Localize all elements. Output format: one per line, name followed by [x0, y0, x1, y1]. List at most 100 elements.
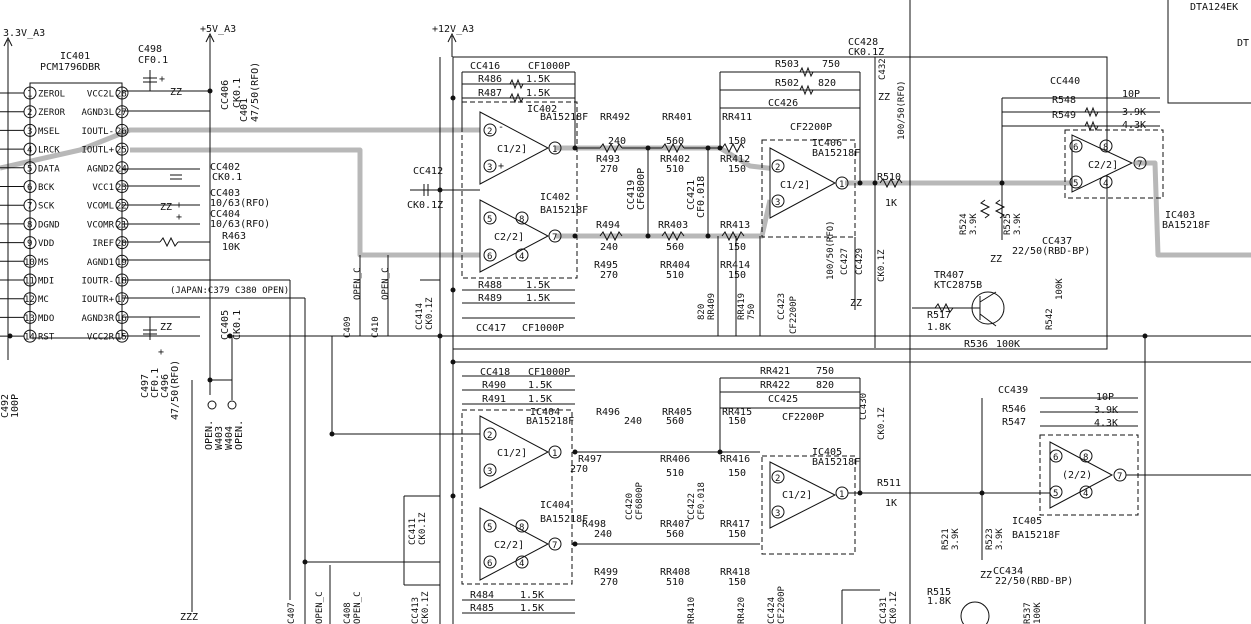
- cc422-value: CF0.018: [697, 482, 707, 520]
- ic401-pin-number: 18: [116, 277, 127, 287]
- w404-open: OPEN.: [234, 420, 245, 450]
- cc412-value: CK0.1Z: [407, 200, 443, 211]
- ic405a-part: BA15218F: [812, 457, 860, 468]
- cc411-ref: CC411: [408, 518, 418, 545]
- c496-value: 47/50(RFO): [170, 360, 181, 420]
- w404-jumper: [227, 400, 237, 410]
- r510-value: 1K: [885, 198, 897, 209]
- cc426-value: CF2200P: [790, 122, 832, 133]
- cc416-value: CF1000P: [528, 61, 570, 72]
- rr411-resistor: [721, 142, 745, 154]
- ic403-pin5: [1069, 175, 1083, 189]
- ic401-pin-number: 5: [27, 164, 32, 174]
- ic401-pin-number: 17: [116, 295, 127, 305]
- ic406-dashed-box: [761, 139, 856, 238]
- ic405b-pin6-label: 6: [1053, 453, 1058, 463]
- r517-resistor: [934, 302, 954, 314]
- rr414-ref: RR414: [720, 260, 750, 271]
- r548-ref: R548: [1052, 95, 1076, 106]
- cc431-value: CK0.1Z: [889, 591, 899, 624]
- cc424-value: CF2200P: [777, 585, 787, 624]
- c496-ref: C496: [160, 374, 171, 398]
- ic402a-minus: -: [498, 122, 504, 133]
- r494-ref: R494: [596, 220, 620, 231]
- ic401-pin-name: IREF: [92, 239, 114, 249]
- r510-ref: R510: [877, 172, 901, 183]
- rr401-resistor: [661, 142, 685, 154]
- tr407-emitter: [979, 313, 997, 327]
- ic403-ref: IC403: [1165, 210, 1195, 221]
- ic401-ref: IC401: [60, 51, 90, 62]
- rr403-ref: RR403: [658, 220, 688, 231]
- r490-ref: R490: [482, 380, 506, 391]
- r498-value: 240: [594, 529, 612, 540]
- r521-ref: R521: [941, 528, 951, 550]
- ic403-dashed-box: [1064, 129, 1164, 199]
- r463-resistor: [159, 236, 179, 248]
- ic402b-part: BA15218F: [540, 205, 588, 216]
- r517-value: 1.8K: [927, 322, 951, 333]
- ic402b-pin4-label: 4: [519, 252, 524, 262]
- rr401-value: 560: [666, 136, 684, 147]
- ic403-channel: C2/2]: [1088, 160, 1118, 171]
- cc406-ref: CC406: [220, 80, 231, 110]
- rr411-ref: RR411: [722, 112, 752, 123]
- ic404a-pin3-label: 3: [487, 467, 492, 477]
- cc425-ref: CC425: [768, 394, 798, 405]
- tr-lower-transistor: [960, 601, 990, 624]
- rr421-ref: RR421: [760, 366, 790, 377]
- ic402a-pin1-label: 1: [552, 145, 557, 155]
- ic402b-pin6-label: 6: [487, 252, 492, 262]
- ic402a-pin2-label: 2: [487, 127, 492, 137]
- ic401-pin-number: 15: [116, 333, 127, 343]
- ic401-pin-number: 22: [116, 202, 127, 212]
- ic406-pin1: [835, 176, 849, 190]
- ic402b-pin5-label: 5: [487, 215, 492, 225]
- ic405a-dashed-box: [761, 455, 856, 555]
- ic401-pin-name: VDD: [38, 239, 54, 249]
- ic405a-opamp: [769, 461, 837, 529]
- ic402a-pin2: [483, 123, 497, 137]
- ic401-pin-name: AGND1: [87, 258, 114, 268]
- ic401-pin-number: 13: [24, 314, 35, 324]
- ic401-pin-number: 11: [24, 277, 35, 287]
- rr419-ref: RR419: [737, 293, 747, 320]
- c409-ref: C409: [343, 316, 353, 338]
- r524-value: 3.9K: [969, 213, 979, 235]
- ic401-pin-number: 2: [27, 108, 32, 118]
- v33-arrow: [3, 36, 13, 47]
- rr408-ref: RR408: [660, 567, 690, 578]
- r547-value: 4.3K: [1094, 418, 1118, 429]
- rr418-ref: RR418: [720, 567, 750, 578]
- r548-resistor: [1084, 106, 1099, 118]
- rr421-value: 750: [816, 366, 834, 377]
- ic404b-pin6-label: 6: [487, 559, 492, 569]
- ground-mark-1: ZZ: [170, 87, 182, 98]
- c492-value: 100P: [10, 394, 21, 418]
- ic401-pin-number: 23: [116, 183, 127, 193]
- ic402a-part: BA15218F: [540, 112, 588, 123]
- ic406-ref: IC406: [812, 138, 842, 149]
- ic401-pin-number: 26: [116, 127, 127, 137]
- ic401-body: [29, 82, 123, 339]
- ic401-pin-number: 16: [116, 314, 127, 324]
- ic401-pin-number: 25: [116, 146, 127, 156]
- w404-ref: W404: [224, 426, 235, 450]
- ic405a-pin2-label: 2: [775, 474, 780, 484]
- ic402a-opamp: [479, 111, 550, 185]
- cc404-value: 10/63(RFO): [210, 219, 270, 230]
- ic404a-opamp: [479, 415, 550, 489]
- rr413-value: 150: [728, 242, 746, 253]
- cc420-value: CF6800P: [635, 481, 645, 520]
- r524-ref: R524: [959, 213, 969, 235]
- cc418-value: CF1000P: [528, 367, 570, 378]
- rr404-ref: RR404: [660, 260, 690, 271]
- ic405a-channel: C1/2]: [782, 490, 812, 501]
- cc425-value: CF2200P: [782, 412, 824, 423]
